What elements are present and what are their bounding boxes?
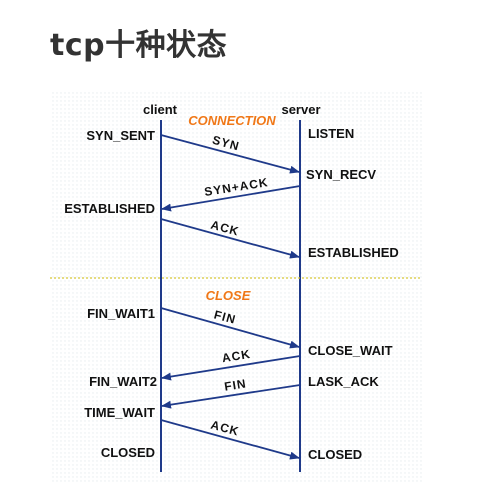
server-header: server bbox=[281, 102, 320, 117]
section-connection-label: CONNECTION bbox=[188, 113, 276, 128]
message-arrow bbox=[160, 218, 300, 259]
section-close-label: CLOSE bbox=[206, 288, 251, 303]
diagram-background bbox=[50, 92, 422, 484]
message-arrow bbox=[161, 185, 301, 212]
message-label: FIN bbox=[223, 376, 247, 393]
server-state: CLOSE_WAIT bbox=[308, 343, 393, 358]
message-label: SYN bbox=[211, 133, 241, 154]
client-state: CLOSED bbox=[101, 445, 155, 460]
client-state: ESTABLISHED bbox=[64, 201, 155, 216]
message-label: FIN bbox=[212, 307, 237, 326]
client-header: client bbox=[143, 102, 178, 117]
message-arrow bbox=[160, 307, 300, 349]
server-state: ESTABLISHED bbox=[308, 245, 399, 260]
message-arrow bbox=[160, 134, 300, 174]
client-state: FIN_WAIT2 bbox=[89, 374, 157, 389]
client-state: FIN_WAIT1 bbox=[87, 306, 155, 321]
server-state: LASK_ACK bbox=[308, 374, 379, 389]
message-arrow bbox=[160, 419, 300, 460]
client-state: SYN_SENT bbox=[86, 128, 155, 143]
client-state: TIME_WAIT bbox=[84, 405, 155, 420]
message-arrow bbox=[161, 384, 301, 409]
server-state: SYN_RECV bbox=[306, 167, 376, 182]
server-state: LISTEN bbox=[308, 126, 354, 141]
message-arrow bbox=[161, 355, 301, 381]
message-label: ACK bbox=[221, 347, 252, 365]
page-title: tcp十种状态 bbox=[50, 28, 228, 63]
server-state: CLOSED bbox=[308, 447, 362, 462]
